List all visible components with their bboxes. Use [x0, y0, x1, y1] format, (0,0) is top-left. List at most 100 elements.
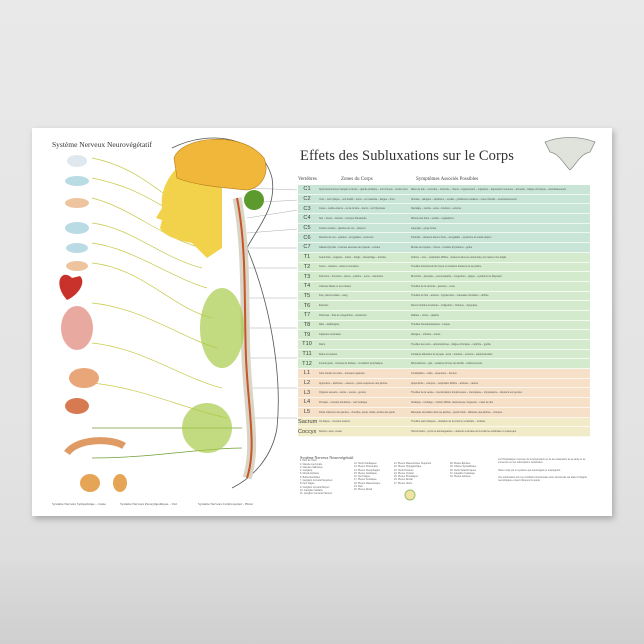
vertebra-label: T4	[303, 283, 311, 290]
plexus-icon	[182, 288, 244, 453]
symptoms: Troubles hématopoïétiques – hoquet	[411, 323, 450, 327]
body-zone: Reins et uretères	[319, 352, 338, 356]
vertebra-label: C4	[303, 215, 311, 222]
list-item: 3. Glandes Salivaires	[300, 465, 323, 469]
body-zone: Prostate – muscles lombaires – nerf scia…	[319, 400, 368, 404]
body-zone: Poumons – bronches – plèvre – poitrine –…	[319, 275, 384, 279]
list-item: 23. Nerfs Pelviens	[394, 468, 414, 472]
body-zone: Pancréas – flots de Langerhans – duodénu…	[319, 313, 367, 317]
list-item: 7. Ganglion Cervical Supérieur	[300, 479, 333, 483]
body-zone: Rate – diaphragme	[319, 323, 340, 327]
symptoms: Troubles fonctionnels du Coeur et certai…	[411, 265, 482, 269]
vertebra-label: Sacrum	[298, 418, 318, 425]
list-item: 25. Plexus Prostatique	[394, 475, 418, 479]
symptoms: Troubles sacro-iliaques – déviation de l…	[411, 420, 486, 424]
symptoms: Sciatique – lumbago – miction difficile,…	[411, 400, 494, 404]
body-zone: Approvisionnement sanguin à la tête – gl…	[319, 187, 408, 191]
cerebellum-icon	[244, 190, 264, 210]
body-zone: Yeux – nerf optique – nerf auditif – sin…	[319, 197, 395, 201]
list-item: 24. Plexus Vésical	[394, 471, 414, 475]
bottom-heading: Système Nerveux Neurovégétatif	[300, 455, 354, 460]
list-item: 5. Moelle Épinière	[300, 472, 320, 476]
list-item: 4. Ganglion	[300, 469, 313, 473]
list-item: 21. Plexus Mésentérique Supérieur	[394, 462, 432, 465]
list-item: 14. Plexus Oesophagien	[354, 468, 381, 472]
list-item: 1. Nerf de l'Oeil	[300, 459, 317, 463]
symptoms: Allergies – urticaire – stress	[411, 333, 441, 337]
body-zone: Capsules surrénales	[319, 333, 341, 337]
heart-icon	[59, 274, 83, 300]
symptoms: Troubles du foie – anémie – hypotension …	[411, 294, 489, 298]
symptoms: Rhume des foins – surdité – végétations	[411, 216, 454, 220]
table-row: L3 Organes sexuels – utérus – vessie – ge…	[298, 388, 590, 399]
list-item: Une subluxation est une condition foncti…	[498, 475, 587, 483]
vertebra-label: L3	[303, 389, 311, 396]
symptoms: Laryngite – gorge irritée	[411, 226, 437, 230]
floor	[0, 560, 644, 644]
symptoms: Torticolis – douleurs dans le bras – amy…	[411, 236, 492, 240]
symptoms: Rhumatismes – gaz – certaines formes de …	[411, 362, 483, 366]
body-zone: Avant-bras – poignets – mains – doigts –…	[319, 255, 386, 259]
list-item: 22. Plexus Hypogastrique	[394, 465, 422, 469]
legend-sympathetic: Système Nerveux Sympathique – Jaune	[52, 502, 106, 506]
vertebra-label: L4	[303, 399, 311, 406]
body-zone: Gros intestin ou colon – anneaux inguina…	[319, 371, 365, 375]
lungs-icon	[61, 306, 93, 350]
legend-parasympathetic: Système Nerveux Parasympathique – Vert	[120, 502, 178, 506]
legend-cerebrospinal: Système Nerveux Cérébrospinal – Blanc	[198, 502, 254, 506]
table-row: L4 Prostate – muscles lombaires – nerf sc…	[298, 398, 590, 408]
symptoms: Diabète – ulcère – gastrite	[411, 313, 439, 317]
illustration-title: Système Nerveux Neurovégétatif	[52, 140, 152, 149]
body-zone: Glande thyroïde – bourses séreuses de l'…	[319, 245, 381, 249]
list-item: 9. Ganglion Cervical Moyen	[300, 485, 330, 489]
kidney-icon	[65, 398, 89, 414]
list-item: 29. Chaîne Sympathique	[450, 465, 477, 469]
list-item: 26. Plexus Rectal	[394, 478, 413, 482]
symptoms: Hémorroïdes – prurit ou démangeaison – d…	[411, 430, 517, 434]
bladder-icon	[80, 474, 100, 492]
body-zone: Organes sexuels – utérus – vessie – geno…	[319, 391, 367, 395]
brain-icon	[173, 138, 267, 191]
vertebra-label: T12	[302, 360, 312, 367]
list-item: Notre corps est un système qui s'autorég…	[498, 468, 561, 472]
spine-leader-lines	[246, 187, 297, 419]
spinal-cord-icon	[236, 197, 253, 479]
symptoms: Troubles de la vessie – menstruations do…	[411, 391, 523, 395]
vertebra-label: L5	[303, 409, 311, 416]
table-row: T7 Pancréas – flots de Langerhans – duodé…	[298, 310, 590, 321]
body-zone: Estomac	[319, 304, 329, 308]
list-item: 10. Ganglion Stellaire	[300, 488, 323, 492]
list-item: 8. Nerf Vague	[300, 482, 315, 486]
column-header-symptoms: Symptômes Associés Possibles	[416, 177, 479, 182]
symptoms: Troubles de la vésicule – jaunisse – zon…	[411, 284, 455, 288]
symptoms: Certaines affections de la peau : acné –…	[411, 352, 493, 356]
bottom-list-1: Système Nerveux Neurovégétatif 1. Nerf d…	[300, 455, 370, 496]
body-zone: Intestin grêle – trompes de Fallope – ci…	[319, 362, 383, 366]
vertebra-label: Coccyx	[298, 428, 317, 435]
body-zone: Appendice – abdomen – caecum – partie su…	[319, 381, 388, 385]
list-item: 12. Nerfs Cardiaques	[354, 462, 377, 465]
list-item: 31. Ganglion Coeliaque	[450, 471, 475, 475]
vertebra-label: T7	[303, 312, 311, 319]
symptoms: Constipation – colite – dysenterie – her…	[411, 371, 457, 375]
list-item: 20. Plexus Rénal	[354, 488, 373, 492]
column-header-zones: Zones du Corps	[341, 177, 373, 182]
vertebra-label: C7	[303, 244, 311, 251]
body-zone: Reins	[319, 342, 326, 346]
page-title: Effets des Subluxations sur le Corps	[300, 148, 514, 164]
list-item: La Chiropratique s'occupe de la préserva…	[498, 458, 586, 465]
